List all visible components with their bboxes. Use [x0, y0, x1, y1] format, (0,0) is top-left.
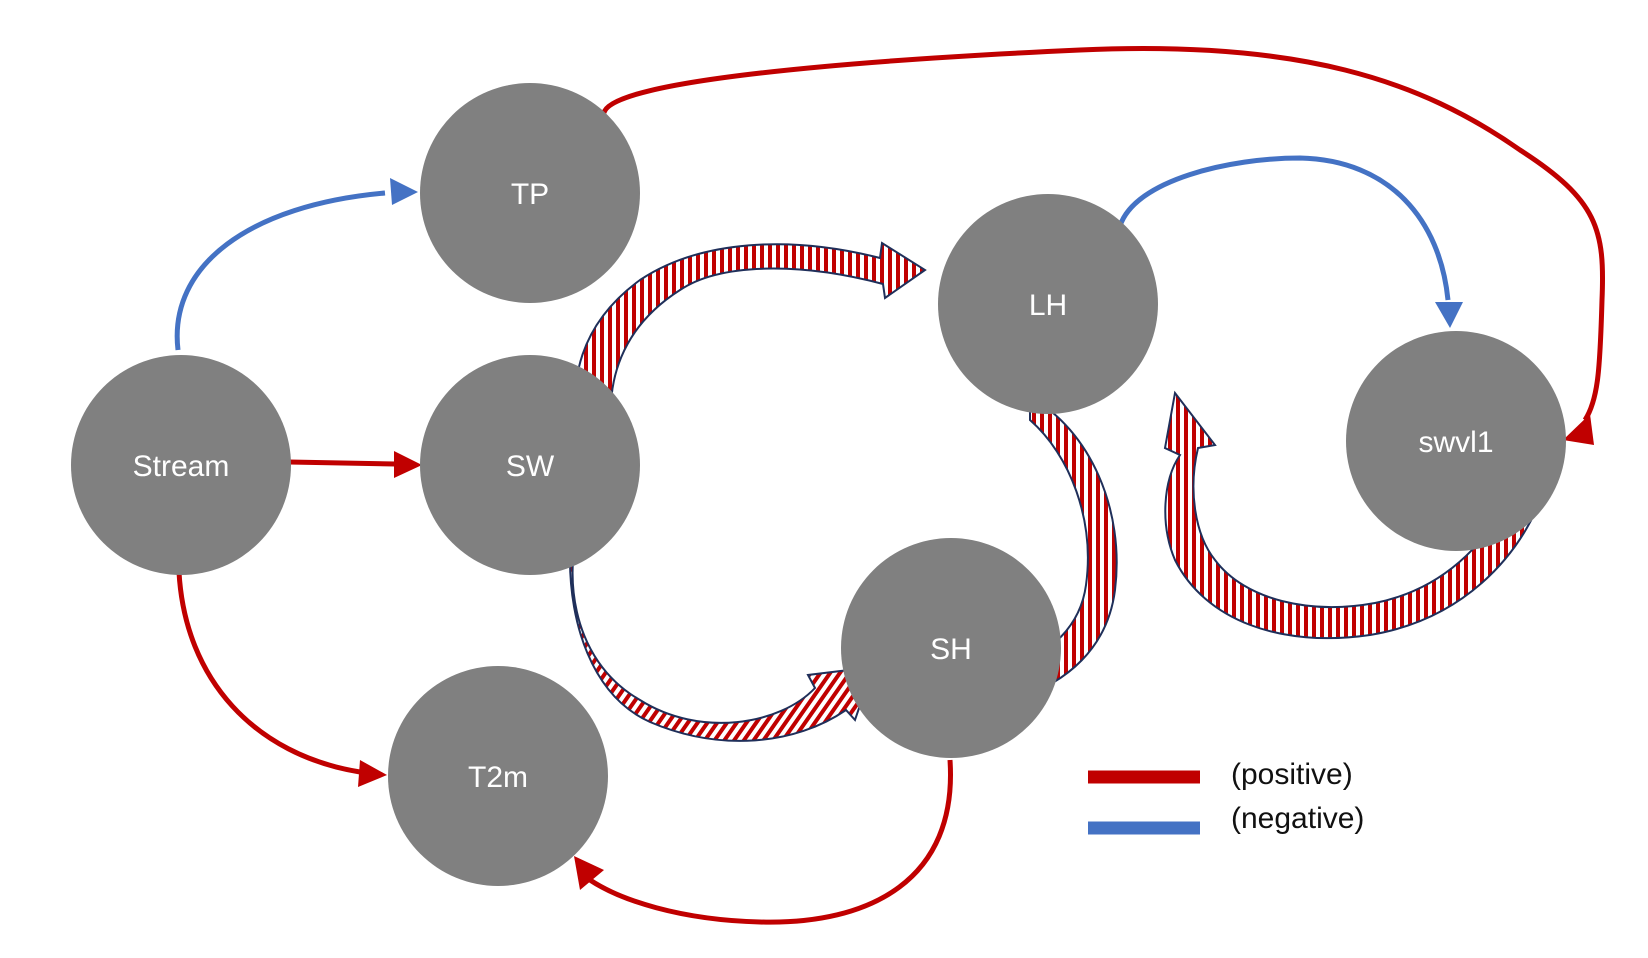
node-sw: SW — [420, 355, 640, 575]
node-t2m-circle — [388, 666, 608, 886]
node-swvl1-circle — [1346, 331, 1566, 551]
node-swvl1-label: swvl1 — [1418, 426, 1493, 459]
node-sh-label: SH — [930, 633, 972, 666]
node-lh: LH — [938, 194, 1158, 414]
node-tp-label: TP — [511, 178, 549, 211]
arrowhead-lh-swvl1 — [1435, 302, 1463, 328]
arrowhead-sh-t2m — [574, 856, 604, 890]
node-lh-circle — [938, 194, 1158, 414]
link-sh-t2m — [588, 759, 953, 925]
link-tp-swvl1 — [601, 45, 1605, 422]
feedback-arrow-swvl1-lh — [1163, 390, 1547, 640]
node-stream-circle — [71, 355, 291, 575]
link-stream-sw — [288, 459, 396, 467]
node-tp: TP — [420, 83, 640, 303]
feedback-arrow-sw-sh — [568, 489, 875, 742]
legend-negative-label: (negative) — [1231, 802, 1364, 835]
link-stream-t2m — [176, 571, 361, 775]
node-tp-circle — [420, 83, 640, 303]
feedback-arrow-sw-lh — [574, 241, 927, 459]
arrowhead-stream-t2m — [358, 760, 387, 787]
node-stream-label: Stream — [133, 450, 230, 483]
node-sw-label: SW — [506, 450, 555, 483]
arrowhead-tp-swvl1 — [1563, 414, 1594, 445]
node-stream: Stream — [71, 355, 291, 575]
legend-positive-label: (positive) — [1231, 758, 1353, 791]
node-t2m: T2m — [388, 666, 608, 886]
arrowhead-stream-sw — [394, 451, 422, 478]
legend: (positive) (negative) — [1088, 758, 1364, 835]
node-sh: SH — [841, 538, 1061, 758]
node-t2m-label: T2m — [468, 761, 528, 794]
node-lh-label: LH — [1029, 289, 1067, 322]
node-sw-circle — [420, 355, 640, 575]
arrowhead-stream-tp — [390, 178, 418, 205]
node-sh-circle — [841, 538, 1061, 758]
node-swvl1: swvl1 — [1346, 331, 1566, 551]
link-lh-swvl1 — [1117, 155, 1451, 301]
link-stream-tp — [174, 190, 386, 351]
